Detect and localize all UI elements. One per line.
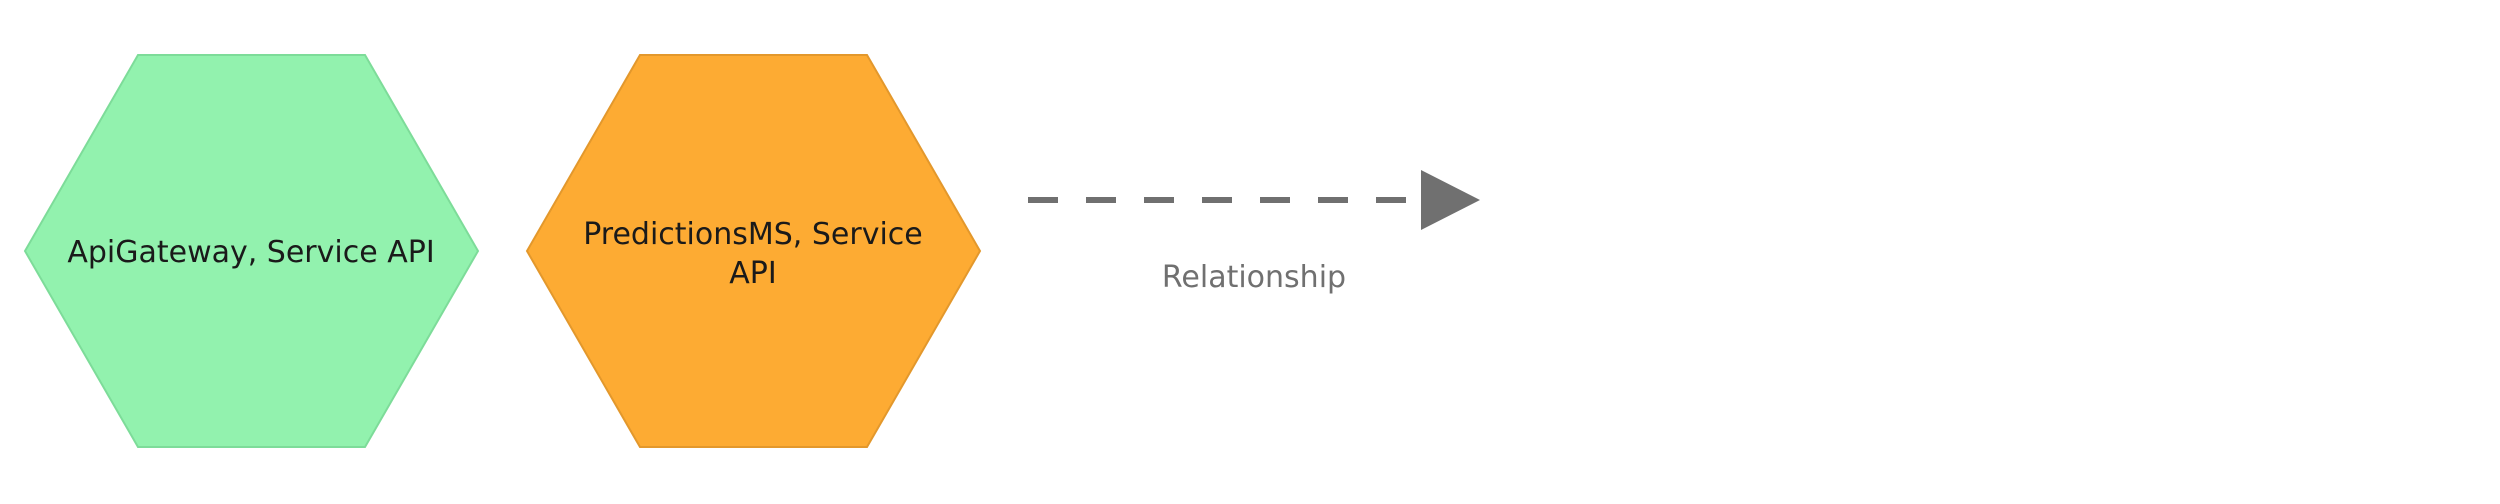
- api-gateway-label: ApiGateway, Service API: [67, 235, 434, 270]
- relationship-label: Relationship: [1162, 260, 1346, 295]
- legend-relationship: Relationship: [1028, 170, 1480, 295]
- predictions-ms-label-line-1: PredictionsMS, Service: [583, 217, 923, 252]
- api-gateway-hexagon[interactable]: [23, 54, 480, 448]
- predictions-ms-hexagon[interactable]: [525, 54, 982, 448]
- relationship-arrowhead-icon: [1421, 170, 1480, 230]
- node-predictions-ms[interactable]: PredictionsMS, Service API: [525, 54, 982, 448]
- predictions-ms-label-line-2: API: [729, 256, 776, 291]
- node-api-gateway[interactable]: ApiGateway, Service API: [23, 54, 480, 448]
